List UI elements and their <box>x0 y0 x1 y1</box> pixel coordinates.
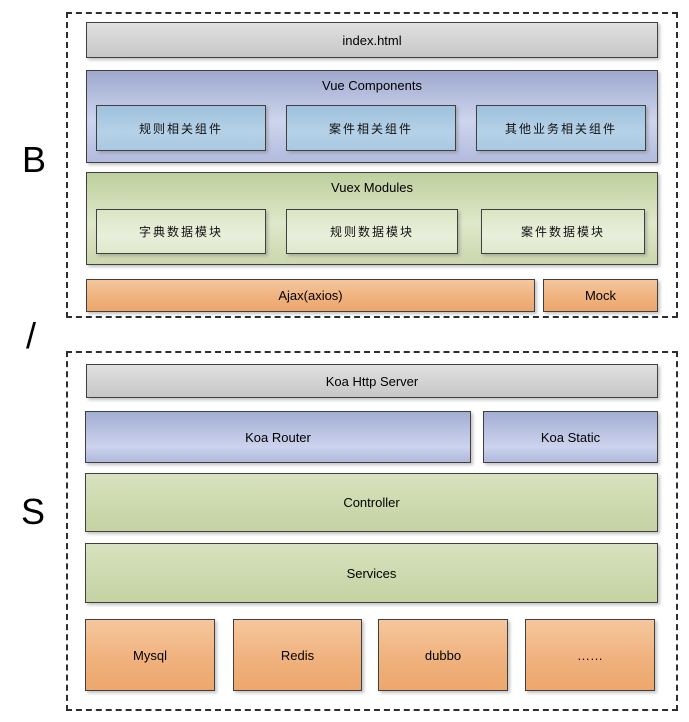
koa-router-label: Koa Router <box>245 429 311 445</box>
component-box-rules: 规则相关组件 <box>96 105 266 151</box>
component-box-cases-label: 案件相关组件 <box>328 121 413 136</box>
services-label: Services <box>346 565 397 581</box>
vue-components-title: Vue Components <box>322 78 422 93</box>
index-html-label: index.html <box>342 32 402 48</box>
datasource-box-ellipsis: …… <box>525 619 655 691</box>
controller-bar: Controller <box>85 473 658 532</box>
datasource-box-redis: Redis <box>233 619 362 691</box>
koa-static-box: Koa Static <box>483 411 658 463</box>
ajax-axios-bar: Ajax(axios) <box>86 279 535 312</box>
module-box-rule-data-label: 规则数据模块 <box>329 225 414 239</box>
koa-http-server-bar: Koa Http Server <box>86 364 658 398</box>
component-box-cases: 案件相关组件 <box>286 105 456 151</box>
mock-box: Mock <box>543 279 658 312</box>
module-box-case-data-label: 案件数据模块 <box>520 225 605 239</box>
slash-separator-label: / <box>26 315 37 356</box>
dubbo-label: dubbo <box>424 647 462 663</box>
services-bar: Services <box>85 543 658 603</box>
module-box-rule-data: 规则数据模块 <box>286 209 458 254</box>
datasource-box-dubbo: dubbo <box>378 619 508 691</box>
mysql-label: Mysql <box>133 647 167 663</box>
component-box-other-business-label: 其他业务相关组件 <box>504 121 617 136</box>
module-box-dictionary-data-label: 字典数据模块 <box>138 225 223 239</box>
component-box-rules-label: 规则相关组件 <box>138 121 223 136</box>
component-box-other-business: 其他业务相关组件 <box>476 105 646 151</box>
koa-router-box: Koa Router <box>85 411 471 463</box>
ellipsis-label: …… <box>577 647 603 663</box>
index-html-bar: index.html <box>86 22 658 58</box>
controller-label: Controller <box>343 495 400 510</box>
redis-label: Redis <box>280 647 315 663</box>
vuex-modules-title: Vuex Modules <box>331 180 413 195</box>
browser-region-boundary <box>66 12 678 318</box>
datasource-box-mysql: Mysql <box>85 619 215 691</box>
server-side-label: S <box>21 491 46 532</box>
koa-static-label: Koa Static <box>540 429 601 445</box>
mock-label: Mock <box>584 288 617 303</box>
browser-side-label: B <box>22 139 47 180</box>
module-box-dictionary-data: 字典数据模块 <box>96 209 266 254</box>
module-box-case-data: 案件数据模块 <box>481 209 645 254</box>
ajax-axios-label: Ajax(axios) <box>278 288 343 303</box>
vue-components-group: Vue Components 规则相关组件 案件相关组件 其他业务相关组件 <box>86 70 658 163</box>
koa-http-server-label: Koa Http Server <box>325 373 419 389</box>
vuex-modules-group: Vuex Modules 字典数据模块 规则数据模块 案件数据模块 <box>86 172 658 265</box>
server-region-boundary <box>66 351 678 711</box>
